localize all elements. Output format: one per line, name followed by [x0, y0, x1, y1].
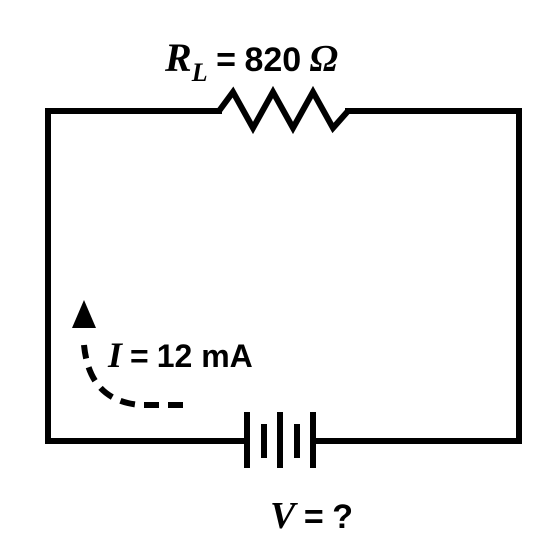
- battery-symbol: [244, 412, 316, 468]
- resistor-zigzag: [216, 85, 351, 135]
- current-equals: =: [130, 338, 149, 374]
- voltage-value: ?: [332, 498, 353, 536]
- resistor-value: 820: [244, 41, 302, 79]
- resistor-symbol: R: [165, 35, 192, 80]
- current-value: 12 mA: [156, 338, 253, 374]
- resistor-subscript: L: [191, 58, 208, 87]
- current-arrow-path: [81, 344, 183, 408]
- current-symbol: I: [108, 335, 123, 375]
- current-arrow: [72, 300, 183, 408]
- voltage-label: V = ?: [270, 497, 353, 535]
- voltage-symbol: V: [270, 495, 296, 537]
- arrow-head-icon: [72, 300, 96, 328]
- voltage-equals: =: [303, 498, 324, 536]
- resistor-label: RL = 820 Ω: [165, 35, 339, 86]
- resistor-unit: Ω: [309, 38, 339, 80]
- resistor-equals: =: [216, 41, 236, 79]
- current-label: I = 12 mA: [108, 337, 253, 373]
